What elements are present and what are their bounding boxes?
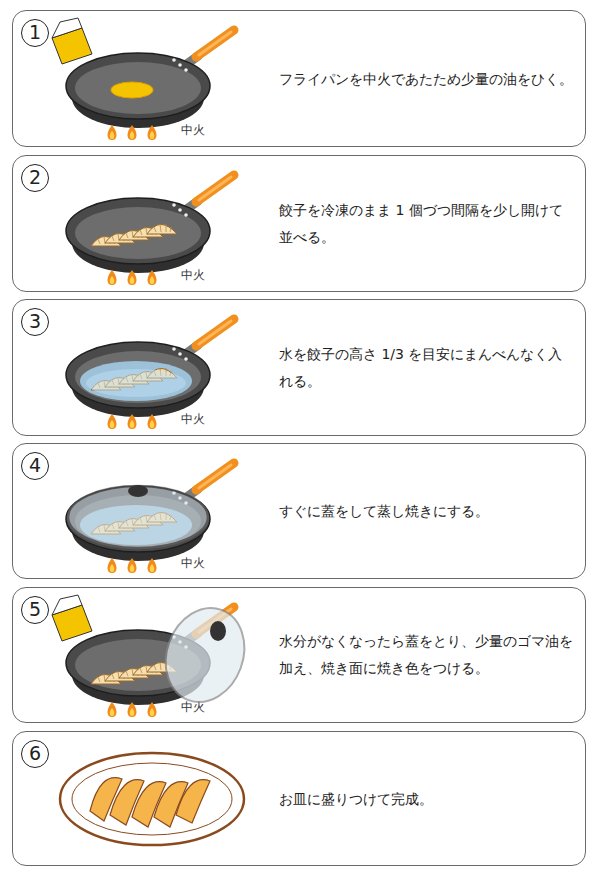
step-box: 2 餃子を冷凍のまま 1 個づつ間隔を少し開けて並べる。中火 (12, 155, 586, 292)
step-description: すぐに蓋をして蒸し焼きにする。 (279, 498, 575, 525)
heat-level: 中火 (181, 267, 205, 284)
step-box: 6 お皿に盛りつけて完成。 (12, 731, 586, 866)
heat-level: 中火 (181, 699, 205, 716)
step-number: 5 (21, 596, 49, 624)
step-number: 2 (21, 164, 49, 192)
step-box: 1 フライパンを中火であたため少量の油をひく。中火 (12, 10, 586, 147)
step-description: 水分がなくなったら蓋をとり、少量のゴマ油を加え、焼き面に焼き色をつける。 (279, 628, 575, 682)
step-number: 3 (21, 308, 49, 336)
step-description: 餃子を冷凍のまま 1 個づつ間隔を少し開けて並べる。 (279, 197, 575, 251)
heat-level: 中火 (181, 411, 205, 428)
step-description: お皿に盛りつけて完成。 (279, 785, 575, 812)
step-number: 4 (21, 452, 49, 480)
step-box: 4 すぐに蓋をして蒸し焼きにする。中火 (12, 443, 586, 579)
step-number: 6 (21, 740, 49, 768)
heat-level: 中火 (181, 122, 205, 139)
step-number: 1 (21, 19, 49, 47)
step-box: 5 水分がなくなったら蓋をとり、少量のゴマ油を加え、焼き面に焼き色をつける。中火 (12, 587, 586, 723)
step-box: 3 水を餃子の高さ 1/3 を目安にまんべんなく入れる。中火 (12, 299, 586, 436)
step-description: 水を餃子の高さ 1/3 を目安にまんべんなく入れる。 (279, 341, 575, 395)
step-description: フライパンを中火であたため少量の油をひく。 (279, 65, 575, 92)
heat-level: 中火 (181, 555, 205, 572)
